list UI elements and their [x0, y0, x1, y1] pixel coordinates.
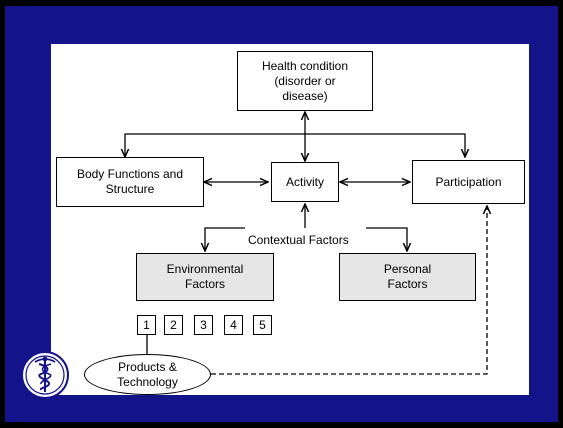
number-box-2: 2: [164, 315, 183, 335]
number-box-4: 4: [224, 315, 243, 335]
line-context-personal: [366, 227, 407, 251]
health-condition-box: Health condition (disorder or disease): [237, 51, 373, 111]
number-box-1: 1: [137, 315, 156, 335]
line-dashed-products-participation: [211, 206, 487, 375]
line-branch-body: [125, 133, 305, 157]
personal-factors-box: Personal Factors: [339, 253, 476, 301]
environmental-factors-box: Environmental Factors: [136, 253, 274, 301]
number-box-5: 5: [253, 315, 272, 335]
line-context-env: [205, 227, 245, 251]
participation-box: Participation: [412, 160, 525, 204]
caduceus-seal-logo-icon: [21, 351, 69, 399]
products-technology-ellipse: Products & Technology: [84, 354, 211, 395]
body-functions-box: Body Functions and Structure: [56, 157, 204, 207]
line-branch-participation: [305, 133, 465, 157]
number-box-3: 3: [194, 315, 213, 335]
contextual-factors-label: Contextual Factors: [248, 233, 349, 247]
activity-box: Activity: [271, 162, 339, 202]
